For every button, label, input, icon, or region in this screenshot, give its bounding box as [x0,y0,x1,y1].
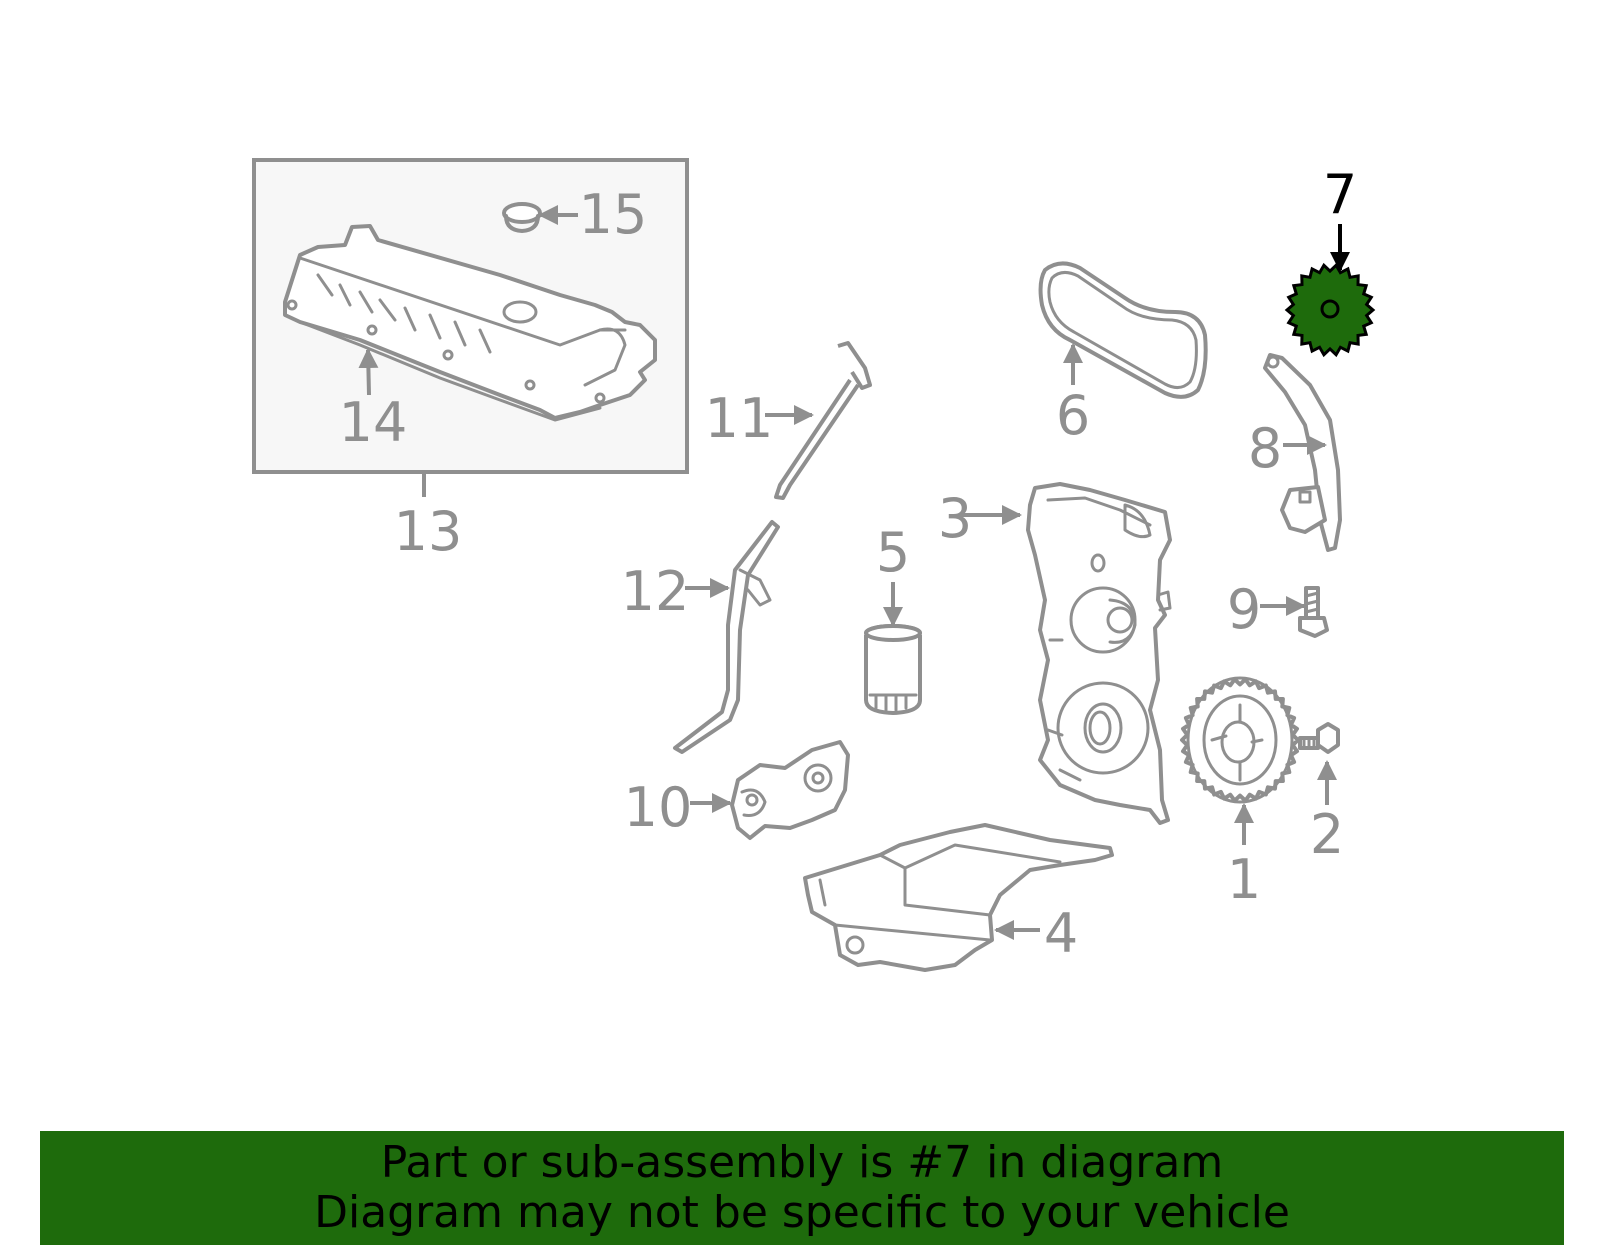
part-6-timing-chain[interactable] [1038,261,1208,399]
part-9-bolt[interactable] [1260,586,1329,638]
part-3-timing-cover[interactable] [960,482,1172,825]
callout-1: 1 [1227,848,1261,911]
banner-line-1: Part or sub-assembly is #7 in diagram [380,1137,1224,1188]
callout-6: 6 [1056,384,1090,447]
part-2-pulley-bolt[interactable] [1298,722,1340,805]
callout-2: 2 [1310,803,1344,866]
part-15-oil-cap[interactable] [502,202,578,233]
part-7-sprocket-highlighted[interactable] [1284,224,1376,358]
info-banner: Part or sub-assembly is #7 in diagram Di… [40,1131,1564,1245]
part-5-oil-filter[interactable] [864,582,922,715]
callout-14: 14 [339,391,408,454]
part-11-dipstick[interactable] [765,341,872,500]
part-8-chain-guide[interactable] [1263,353,1342,552]
callout-8: 8 [1248,417,1282,480]
callout-12: 12 [621,560,690,623]
part-1-crank-pulley[interactable] [1180,676,1300,845]
callout-4: 4 [1044,902,1078,965]
callout-3: 3 [938,487,972,550]
callout-11: 11 [705,387,774,450]
part-12-dipstick-tube[interactable] [673,520,780,754]
banner-line-2: Diagram may not be specific to your vehi… [314,1187,1290,1238]
part-10-oil-pump[interactable] [690,740,850,840]
part-14-valve-cover[interactable] [283,224,657,422]
callout-13: 13 [394,500,463,563]
callout-10: 10 [624,776,693,839]
part-4-oil-pan[interactable] [803,823,1114,972]
callout-9: 9 [1227,578,1261,641]
callout-7: 7 [1323,163,1357,226]
callout-5: 5 [876,521,910,584]
callout-15: 15 [579,183,648,246]
